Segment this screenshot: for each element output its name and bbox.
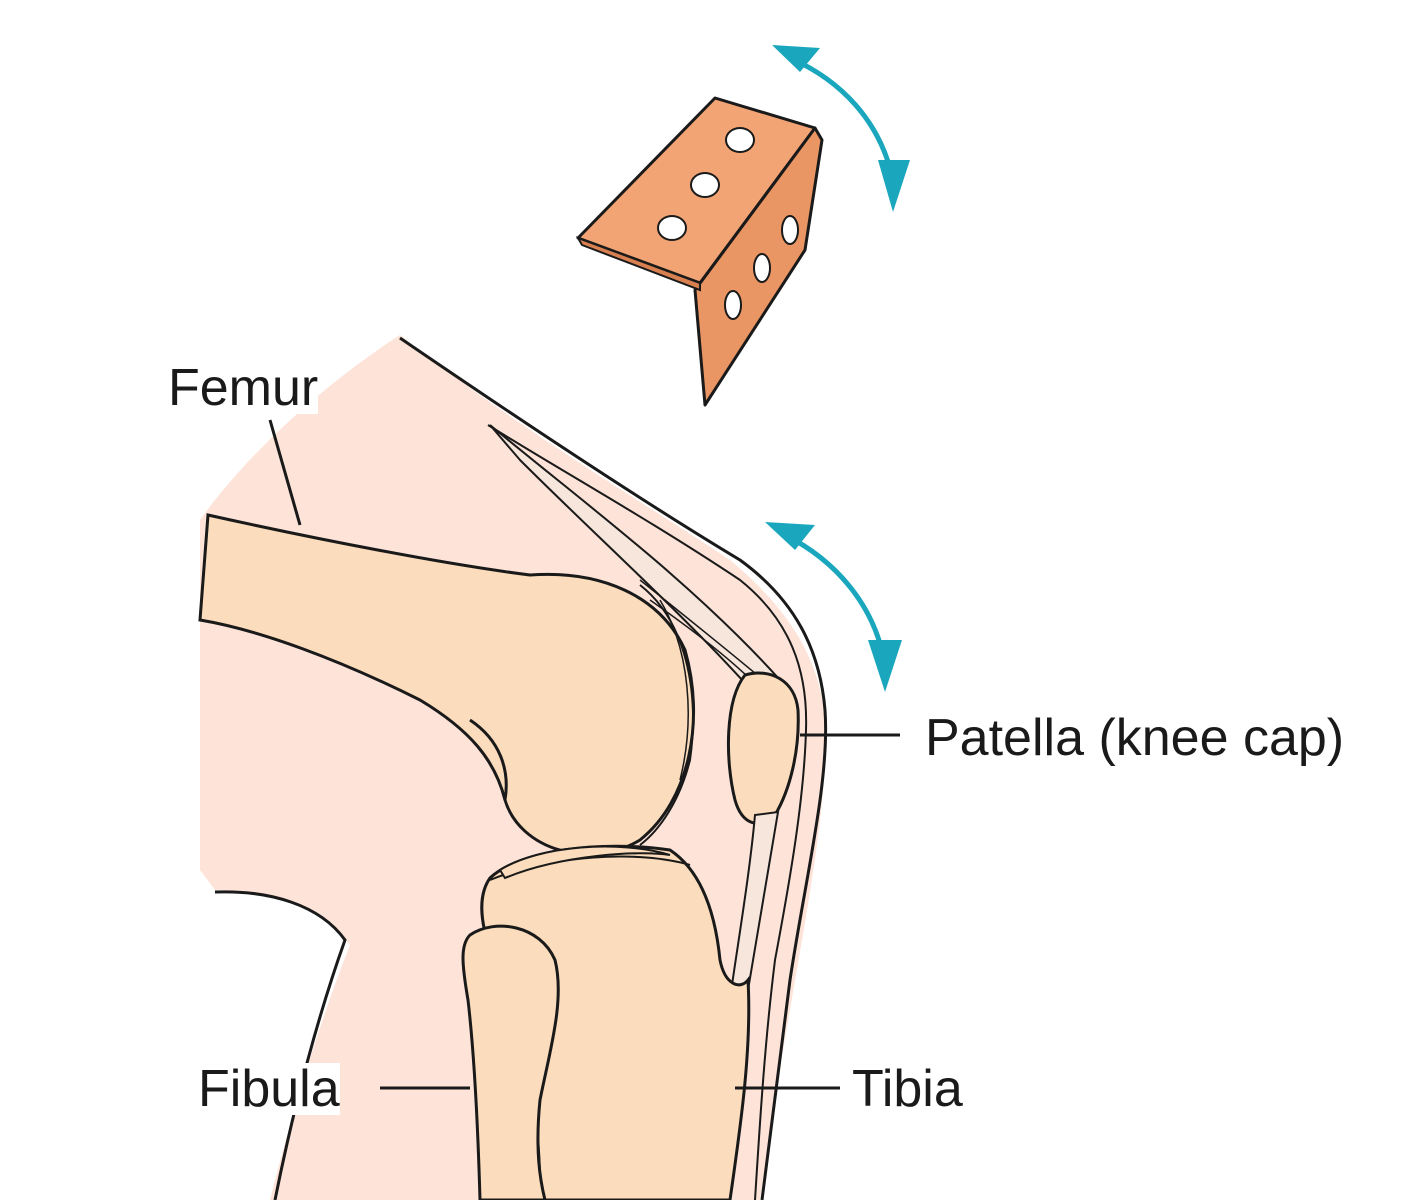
hinge-hole <box>690 172 720 198</box>
hinge-hole <box>753 253 771 283</box>
fibula-bone <box>461 924 560 1200</box>
hinge-top-leaf-edge <box>575 236 701 292</box>
hinge-motion-arrow-icon <box>772 45 910 212</box>
inner-skin-line <box>487 424 808 1200</box>
femur-label: Femur <box>168 359 319 417</box>
femur-leader-line <box>268 419 302 526</box>
femur-bone <box>198 513 696 856</box>
knee-motion-arrow-icon <box>765 522 902 692</box>
hinge-hole <box>725 127 755 153</box>
meniscus <box>498 845 671 880</box>
fibula-label: Fibula <box>198 1060 340 1118</box>
patella-label: Patella (knee cap) <box>925 709 1345 767</box>
hinge-hole <box>657 215 687 241</box>
hinge-icon <box>575 96 824 407</box>
back-skin-line <box>214 890 347 1200</box>
hinge-hole <box>724 290 742 320</box>
front-skin-line <box>399 336 828 1200</box>
femur-groove-line <box>469 718 508 801</box>
hinge-hole <box>781 215 799 245</box>
tibia-label: Tibia <box>852 1060 963 1118</box>
femur-condyle-inner-line <box>659 599 689 781</box>
